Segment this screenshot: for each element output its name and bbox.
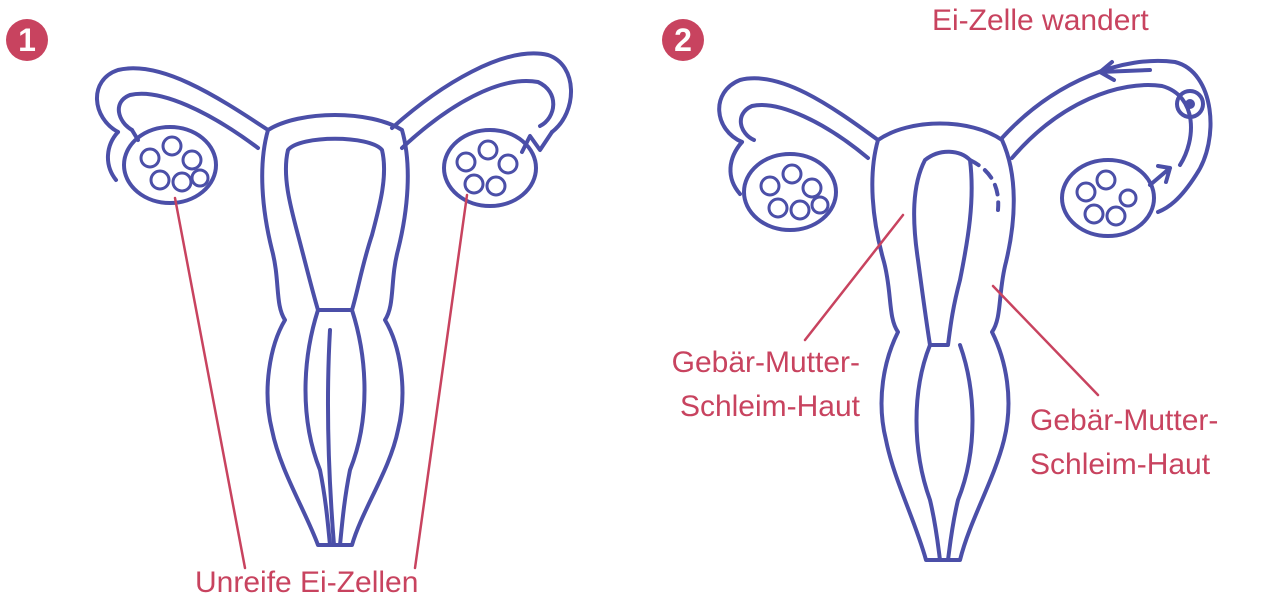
label-egg-travels: Ei-Zelle wandert bbox=[932, 4, 1149, 38]
follicles-right-1 bbox=[457, 141, 517, 195]
follicles-right-2 bbox=[1077, 171, 1136, 225]
step-badge-1: 1 bbox=[6, 19, 48, 61]
follicles-left-1 bbox=[141, 137, 208, 191]
label-unripe-eggs: Unreife Ei-Zellen bbox=[195, 566, 418, 600]
label-lining-left-line2: Schleim-Haut bbox=[618, 390, 860, 424]
lining-dashed-2 bbox=[970, 160, 998, 210]
pointer-unripe-eggs-left bbox=[175, 198, 245, 568]
egg-cell-nucleus bbox=[1187, 101, 1193, 107]
cervical-canal-2 bbox=[917, 345, 973, 560]
label-lining-left-line1: Gebär-Mutter- bbox=[618, 346, 860, 380]
step-badge-2: 2 bbox=[662, 19, 704, 61]
uterus-body-2 bbox=[872, 124, 1013, 561]
movement-arrow-lower bbox=[1150, 166, 1170, 185]
label-lining-right-line1: Gebär-Mutter- bbox=[1030, 404, 1218, 438]
label-lining-right-line2: Schleim-Haut bbox=[1030, 448, 1210, 482]
fimbriae-left-2 bbox=[730, 142, 742, 194]
uterine-cavity-1 bbox=[286, 139, 384, 310]
uterus-diagram-1 bbox=[97, 53, 571, 545]
pointer-lining-right bbox=[993, 286, 1098, 395]
fallopian-tube-left-2 bbox=[719, 78, 878, 158]
follicles-left-2 bbox=[761, 165, 828, 219]
fallopian-tube-right-1 bbox=[392, 53, 571, 148]
cervical-canal-1 bbox=[306, 310, 365, 545]
uterus-diagram-2 bbox=[719, 61, 1210, 560]
pointer-unripe-eggs-right bbox=[415, 195, 467, 568]
fallopian-tube-left-1 bbox=[97, 68, 268, 148]
uterine-lining-2 bbox=[914, 152, 972, 345]
uterus-body-1 bbox=[262, 115, 408, 545]
